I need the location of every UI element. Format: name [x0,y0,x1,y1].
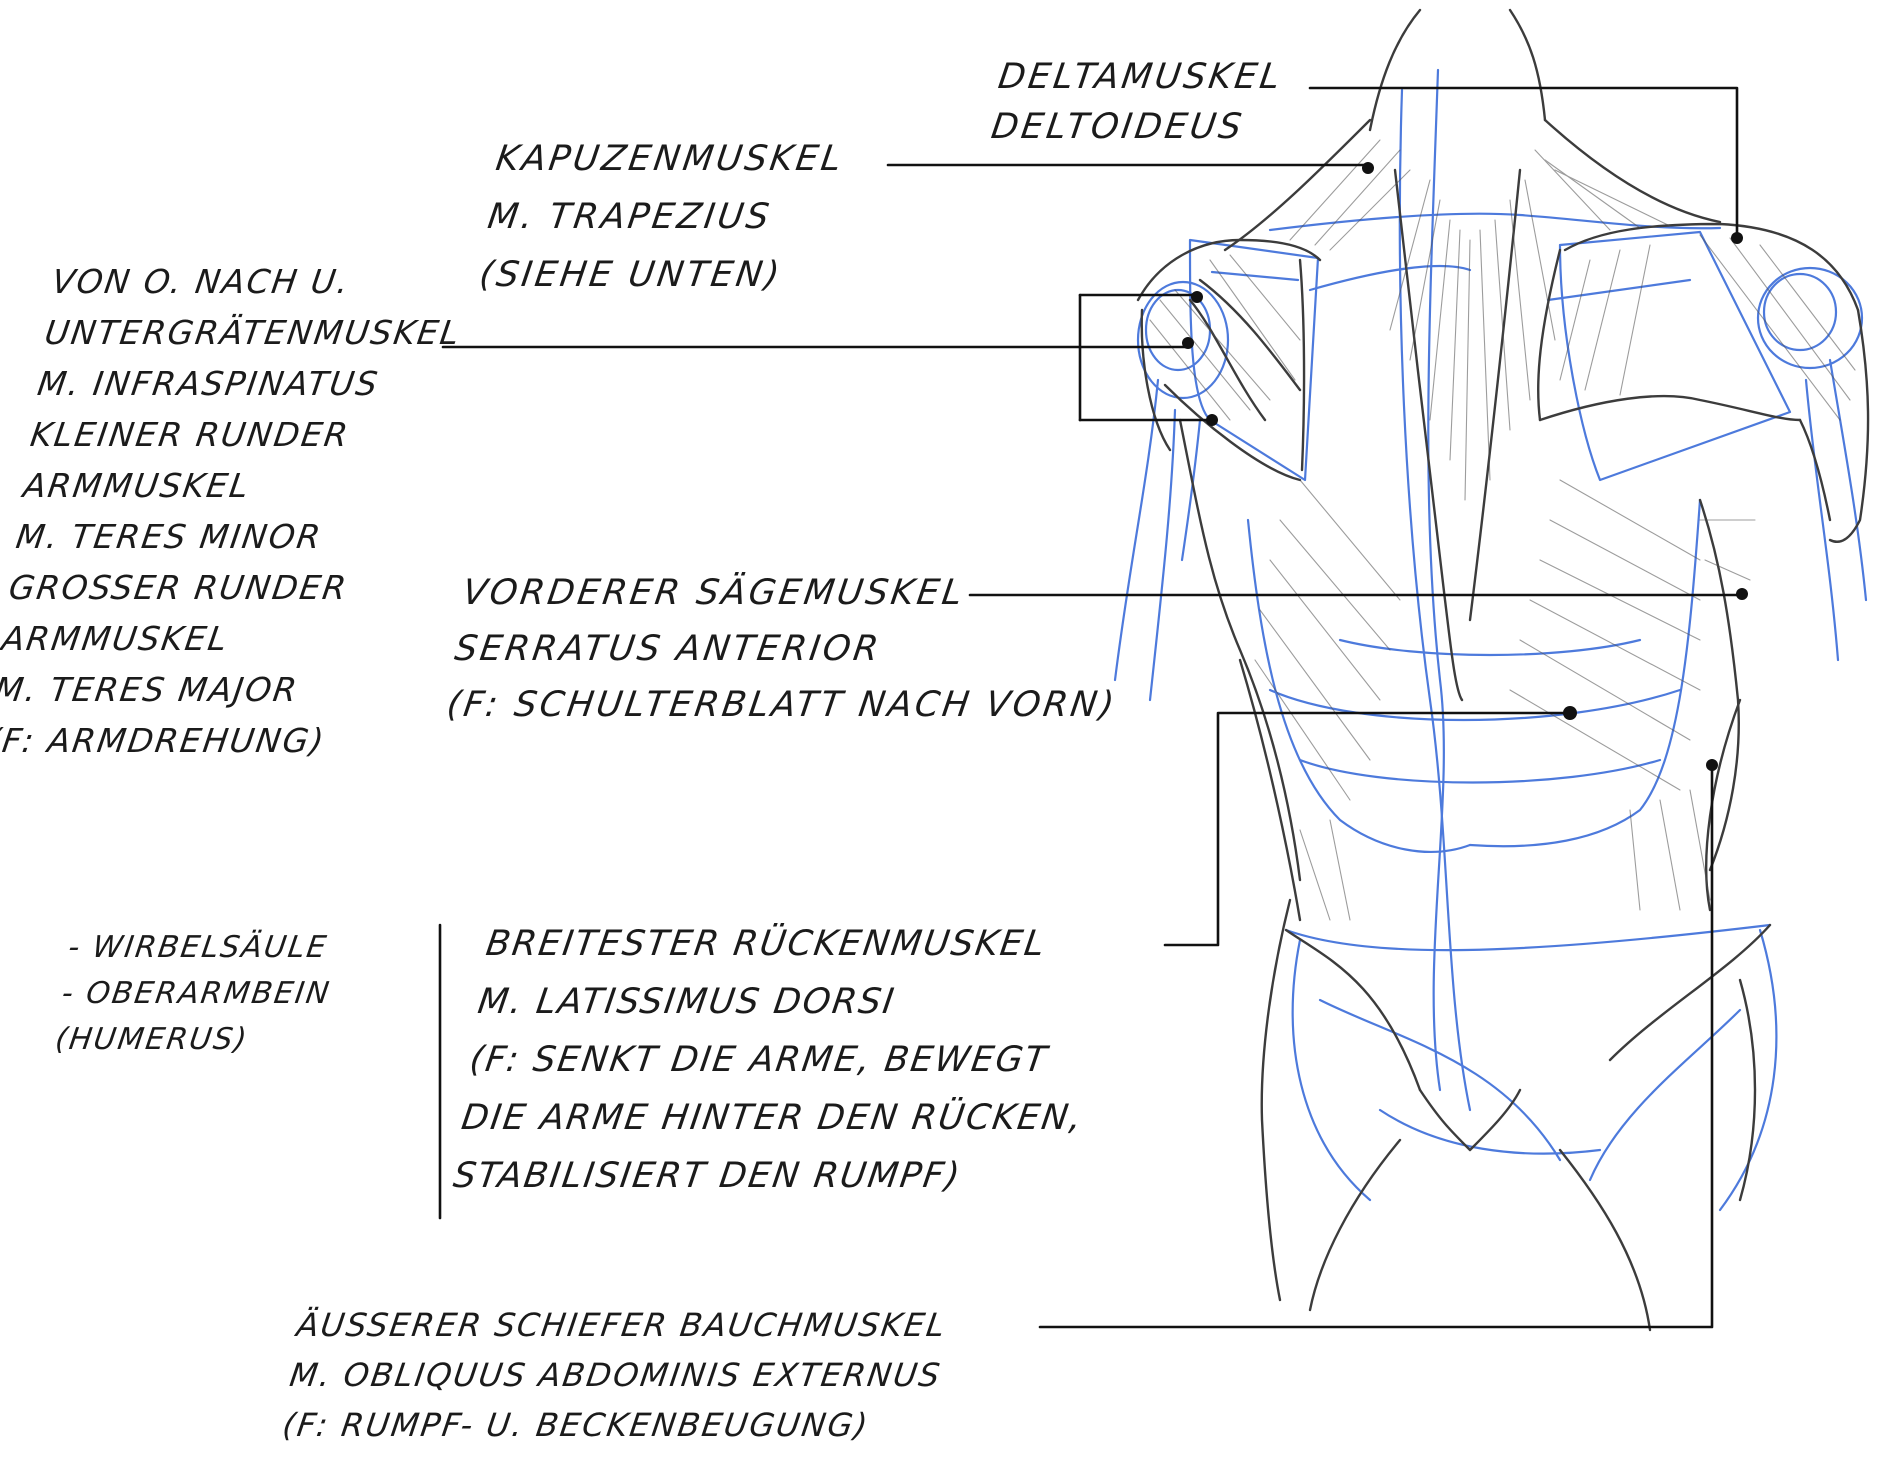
label-trapezius-line: (SIEHE UNTEN) [476,246,832,304]
label-trapezius-line: M. TRAPEZIUS [484,188,840,246]
label-rotator-line: M. TERES MINOR [13,511,436,562]
label-bones-line: - WIRBELSÄULE [65,925,340,971]
label-rotator-line: ARMMUSKEL [20,460,443,511]
label-trapezius-line: KAPUZENMUSKEL [492,130,848,188]
label-serratus-line: VORDERER SÄGEMUSKEL [459,565,1136,621]
label-deltoid-line: DELTAMUSKEL [995,52,1286,102]
label-serratus-line: SERRATUS ANTERIOR [451,621,1128,677]
label-serratus-line: (F: SCHULTERBLATT NACH VORN) [443,677,1120,733]
label-oblique-line: M. OBLIQUUS ABDOMINIS EXTERNUS [286,1350,944,1400]
label-bones-line: - OBERARMBEIN [59,971,334,1017]
pin-deltoid [1731,232,1743,244]
label-rotator-line: VON O. NACH U. [49,256,472,307]
label-latissimus-line: DIE ARME HINTER DEN RÜCKEN, [458,1089,1087,1147]
label-rotator-line: UNTERGRÄTENMUSKEL [42,307,465,358]
pin-teres-major [1206,414,1218,426]
sketch-strokes [1138,10,1868,1330]
label-bones-line: (HUMERUS) [52,1017,327,1063]
label-rotator-line: M. TERES MAJOR [0,664,414,715]
pin-serratus [1736,588,1748,600]
label-latissimus-line: BREITESTER RÜCKENMUSKEL [482,915,1111,973]
label-latissimus-line: (F: SENKT DIE ARME, BEWEGT [466,1031,1095,1089]
pin-oblique [1706,759,1718,771]
pin-trapezius [1362,162,1374,174]
pin-latissimus [1563,706,1577,720]
label-latissimus-line: M. LATISSIMUS DORSI [474,973,1103,1031]
muscle-hatching [1150,140,1855,920]
label-rotator-line: ARMMUSKEL [0,613,421,664]
label-rotator-line: GROSSER RUNDER [6,562,429,613]
label-rotator-line: M. INFRASPINATUS [34,358,457,409]
label-bones: - WIRBELSÄULE- OBERARMBEIN(HUMERUS) [52,925,340,1063]
label-rotator-line: KLEINER RUNDER [27,409,450,460]
pin-infraspinatus [1191,291,1203,303]
label-deltoid-line: DELTOIDEUS [988,102,1279,152]
label-rotator-line: (F: ARMDREHUNG) [0,715,407,766]
pin-teres-minor [1182,337,1194,349]
label-oblique-line: ÄUSSERER SCHIEFER BAUCHMUSKEL [294,1300,952,1350]
label-oblique-line: (F: RUMPF- U. BECKENBEUGUNG) [279,1400,937,1450]
label-latissimus-line: STABILISIERT DEN RUMPF) [450,1147,1079,1205]
